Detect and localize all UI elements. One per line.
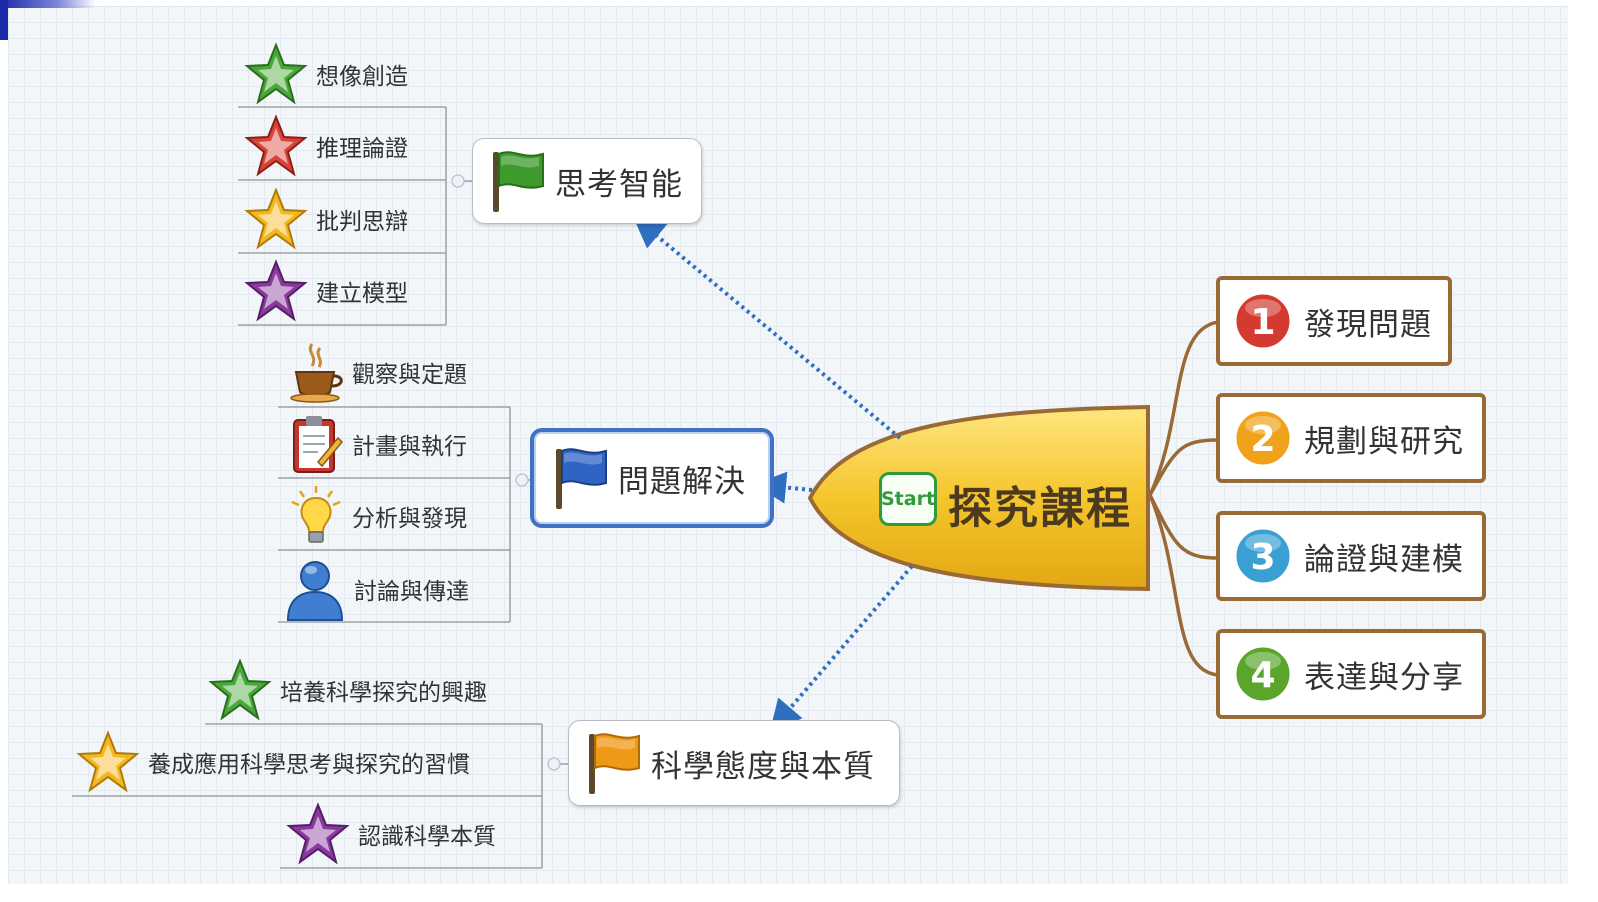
step-2-box[interactable]: 2 規劃與研究: [1216, 393, 1486, 483]
subtopic-habit[interactable]: 養成應用科學思考與探究的習慣: [76, 730, 470, 794]
subtopic-imagination[interactable]: 想像創造: [244, 42, 408, 106]
subtopic-observation-label: 觀察與定題: [352, 362, 467, 388]
slide-corner-accent: [0, 0, 96, 8]
topic-science-attitude[interactable]: 科學態度與本質: [568, 720, 900, 806]
subtopic-analysis-label: 分析與發現: [352, 506, 467, 532]
number-badge-red-icon: 1: [1233, 291, 1293, 351]
svg-text:2: 2: [1250, 419, 1275, 460]
subtopic-interest[interactable]: 培養科學探究的興趣: [208, 658, 487, 722]
step-3-box[interactable]: 3 論證與建模: [1216, 511, 1486, 601]
red-star-icon: [244, 114, 308, 177]
topic-problem-solving-label: 問題解決: [618, 463, 746, 500]
subtopic-analysis[interactable]: 分析與發現: [288, 484, 467, 548]
green-star-icon: [244, 42, 308, 105]
purple-star-icon: [244, 259, 308, 322]
slide-corner-accent-bar: [0, 0, 8, 40]
orange-flag-icon: [589, 733, 640, 794]
connector-root-step-4: [1148, 494, 1219, 677]
topic-thinking-label: 思考智能: [555, 166, 683, 203]
subtopic-lines-1: [238, 106, 472, 326]
subtopic-reasoning-label: 推理論證: [316, 136, 408, 162]
light-bulb-icon: [291, 486, 341, 543]
subtopic-habit-label: 養成應用科學思考與探究的習慣: [148, 752, 470, 778]
subtopic-communication-label: 討論與傳達: [354, 579, 469, 605]
subtopic-modeling[interactable]: 建立模型: [244, 259, 408, 323]
connector-root-step-1: [1148, 320, 1219, 496]
subtopic-planning[interactable]: 計畫與執行: [288, 412, 467, 476]
step-3-label: 論證與建模: [1304, 541, 1464, 578]
step-2-label: 規劃與研究: [1304, 423, 1464, 460]
topic-thinking[interactable]: 思考智能: [472, 138, 702, 224]
relationship-arrow-3: [769, 564, 914, 733]
step-4-label: 表達與分享: [1304, 659, 1464, 696]
blue-flag-icon: [556, 448, 607, 509]
subtopic-modeling-label: 建立模型: [316, 281, 408, 307]
subtopic-reasoning[interactable]: 推理論證: [244, 114, 408, 178]
topic-problem-solving[interactable]: 問題解決: [530, 428, 774, 528]
number-badge-blue-icon: 3: [1233, 526, 1293, 586]
green-star-icon: [208, 658, 272, 721]
subtopic-critical-thinking-label: 批判思辯: [316, 209, 408, 235]
clipboard-icon: [293, 416, 344, 473]
user-icon: [286, 561, 344, 621]
subtopic-observation[interactable]: 觀察與定題: [288, 340, 467, 404]
subtopic-nature-of-science[interactable]: 認識科學本質: [286, 802, 496, 866]
number-badge-green-icon: 4: [1233, 644, 1293, 704]
subtopic-lines-3: [72, 723, 568, 869]
root-topic-shape: [807, 404, 1150, 592]
relationship-arrow-1: [632, 215, 902, 440]
root-topic-label[interactable]: 探究課程: [948, 483, 1132, 534]
subtopic-imagination-label: 想像創造: [316, 64, 408, 90]
connector-root-step-2: [1148, 438, 1219, 496]
coffee-cup-icon: [290, 343, 343, 403]
topic-science-attitude-label: 科學態度與本質: [651, 748, 875, 785]
subtopic-lines-2: [278, 406, 530, 623]
subtopic-planning-label: 計畫與執行: [352, 434, 467, 460]
subtopic-interest-label: 培養科學探究的興趣: [280, 680, 487, 706]
yellow-star-icon: [244, 187, 308, 250]
yellow-star-icon: [76, 730, 140, 793]
green-flag-icon: [493, 151, 544, 212]
number-badge-orange-icon: 2: [1233, 408, 1293, 468]
step-1-box[interactable]: 1 發現問題: [1216, 276, 1452, 366]
subtopic-nature-of-science-label: 認識科學本質: [358, 824, 496, 850]
purple-star-icon: [286, 802, 350, 865]
start-badge-icon: Start: [879, 472, 937, 526]
relationship-arrow-2: [754, 471, 813, 504]
svg-text:4: 4: [1250, 655, 1275, 696]
subtopic-critical-thinking[interactable]: 批判思辯: [244, 187, 408, 251]
subtopic-communication[interactable]: 討論與傳達: [284, 556, 469, 622]
svg-text:3: 3: [1250, 537, 1275, 578]
svg-text:1: 1: [1250, 302, 1275, 343]
step-4-box[interactable]: 4 表達與分享: [1216, 629, 1486, 719]
step-1-label: 發現問題: [1304, 306, 1432, 343]
